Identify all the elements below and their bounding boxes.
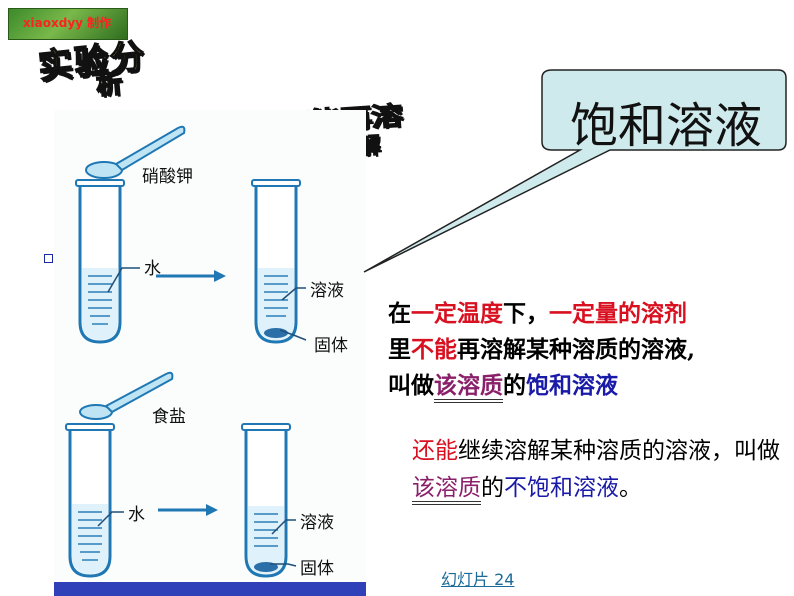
arrow-icon [156,270,226,282]
definition-line: 叫做该溶质的饱和溶液 [388,368,794,404]
bullet-marker [44,254,53,263]
water-label: 水 [144,259,161,279]
text-segment: 的 [481,475,504,501]
text-segment: 的 [503,372,526,399]
highlight-solute: 该溶质 [434,372,503,403]
solid-label: 固体 [300,559,334,579]
highlight-unsaturated-solution: 不饱和溶液 [504,475,619,501]
text-segment: 再溶解某种溶质的溶液, [457,336,696,363]
test-tube-icon [241,423,291,578]
callout-saturated-solution: 饱和溶液 [569,98,762,154]
text-segment: 叫做 [388,372,434,399]
callout-bubble [363,69,787,273]
highlight-solvent-amount: 一定量的溶剂 [549,300,687,327]
decorative-bar [54,582,366,596]
author-badge-text: xiaoxdyy 制作 [22,16,112,30]
highlight-saturated-solution: 饱和溶液 [526,372,618,399]
highlight-can-still: 还能 [412,438,458,464]
text-segment: 在 [388,300,411,327]
arrow-icon [158,504,218,516]
test-tube-icon [75,179,125,344]
highlight-cannot: 不能 [411,336,457,363]
unsaturated-definition: 还能继续溶解某种溶质的溶液，叫做该溶质的不饱和溶液。 [412,433,788,507]
test-tube-icon [65,423,115,578]
author-badge [8,8,128,40]
highlight-solute: 该溶质 [412,475,481,505]
solution-label: 溶液 [300,513,334,533]
definition-line: 里不能再溶解某种溶质的溶液, [388,332,794,368]
solution-label: 溶液 [310,281,344,301]
reagent-label-potassium-nitrate: 硝酸钾 [142,167,193,187]
reagent-label-salt: 食盐 [152,407,186,427]
water-label: 水 [128,505,145,525]
highlight-temperature: 一定温度 [411,300,503,327]
text-segment: 下， [503,300,549,327]
spoon-icon [85,125,186,179]
test-tube-icon [251,179,301,344]
definition-line: 在一定温度下，一定量的溶剂 [388,296,794,332]
text-segment: 。 [619,475,642,501]
text-segment: 里 [388,336,411,363]
text-segment: 继续溶解某种溶质的溶液，叫做 [458,438,780,464]
solid-label: 固体 [314,336,348,356]
spoon-icon [79,371,174,420]
saturated-definition: 在一定温度下，一定量的溶剂 里不能再溶解某种溶质的溶液, 叫做该溶质的饱和溶液 [388,296,794,404]
slide-link[interactable]: 幻灯片 24 [441,570,515,589]
